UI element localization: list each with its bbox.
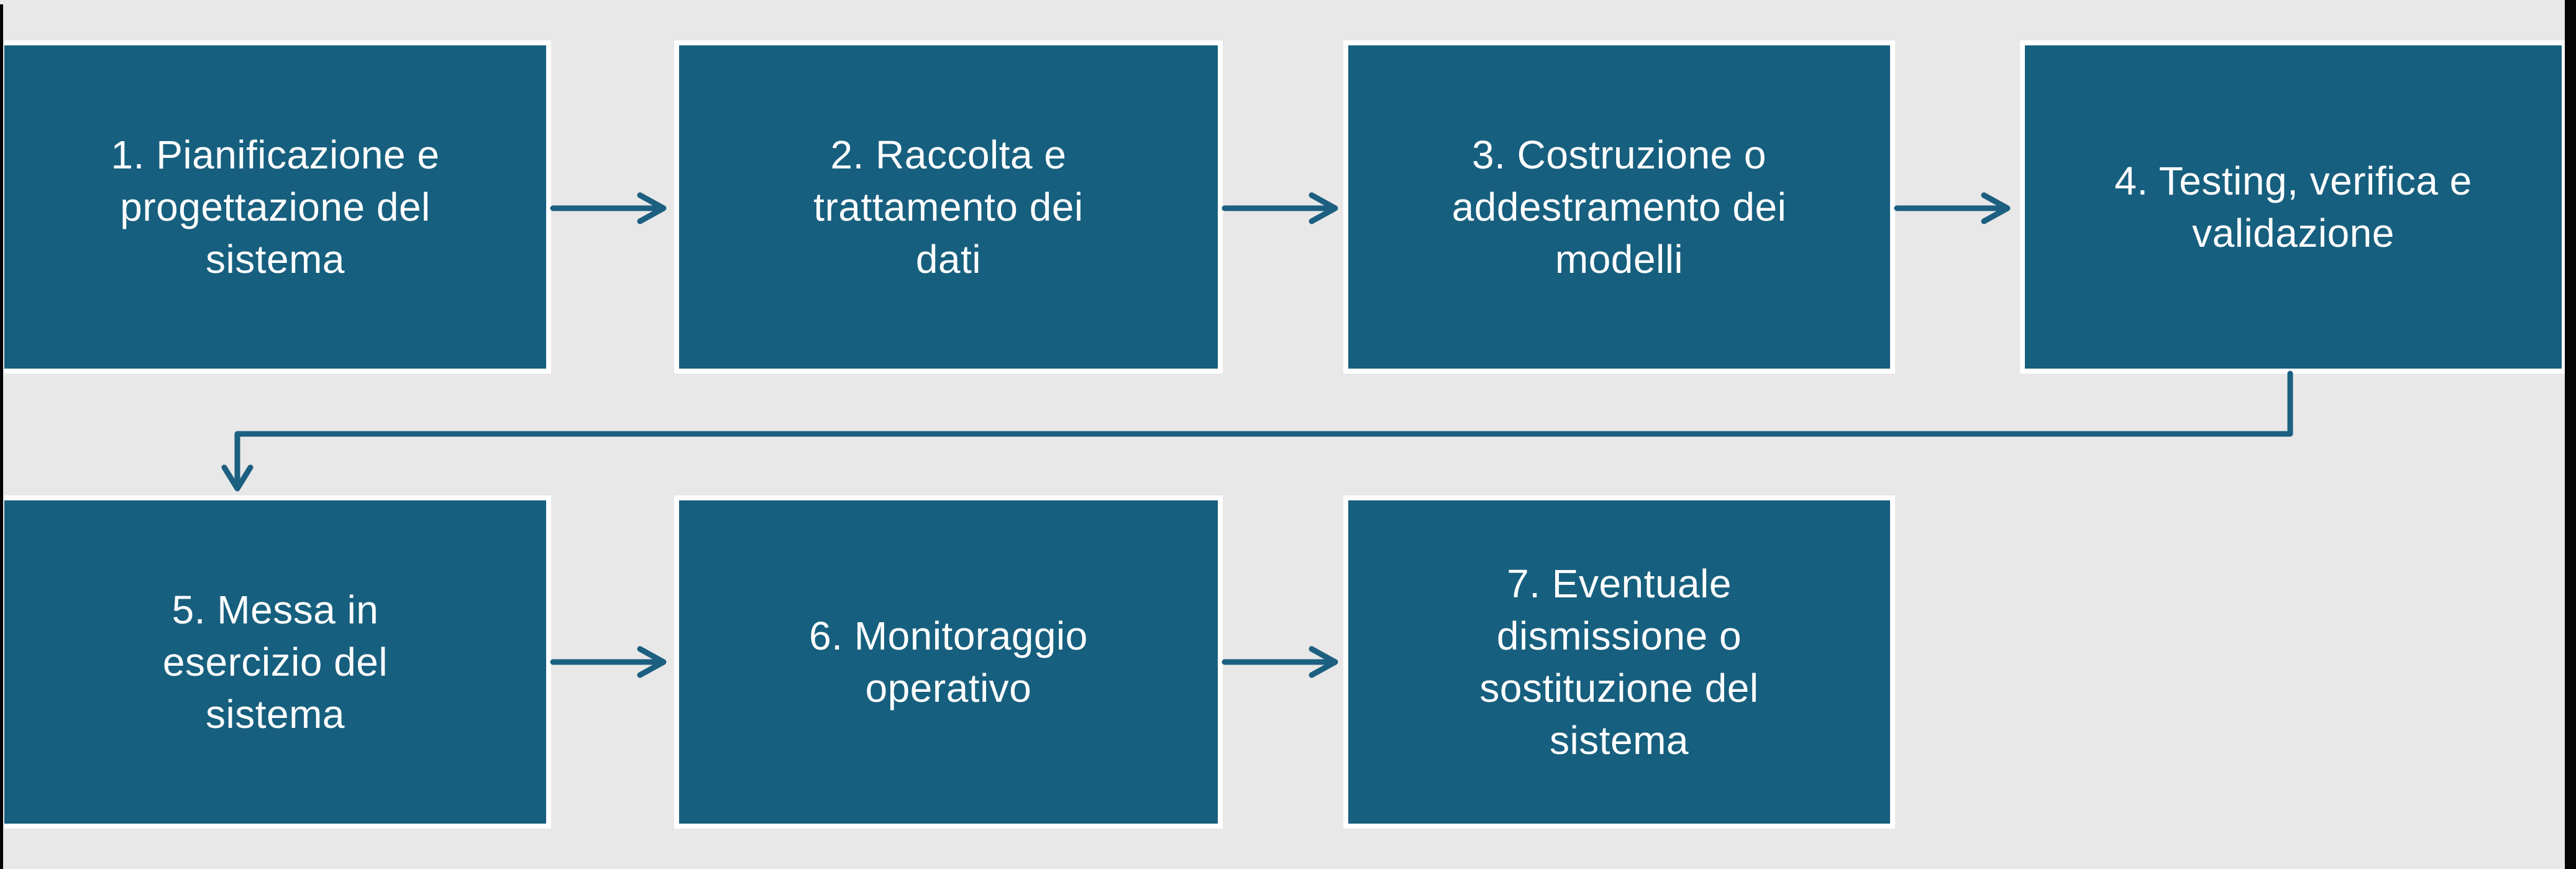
step-box-4: 4. Testing, verifica e validazione: [2020, 40, 2567, 374]
step-label-7: 7. Eventuale dismissione o sostituzione …: [1479, 561, 1759, 763]
arrow-3-4: [1894, 192, 2011, 224]
right-edge-strip: [2565, 0, 2576, 869]
arrow-5-6: [550, 646, 667, 678]
arrow-1-2: [550, 192, 667, 224]
step-label-3: 3. Costruzione o addestramento dei model…: [1451, 132, 1787, 282]
step-label-2: 2. Raccolta e trattamento dei dati: [813, 132, 1084, 282]
step-label-1: 1. Pianificazione e progettazione del si…: [111, 132, 440, 282]
arrowhead-right-icon: [637, 192, 667, 224]
step-box-6: 6. Monitoraggio operativo: [674, 495, 1223, 829]
step-box-3: 3. Costruzione o addestramento dei model…: [1343, 40, 1895, 374]
arrowhead-right-icon: [1981, 192, 2011, 224]
step-box-7: 7. Eventuale dismissione o sostituzione …: [1343, 495, 1895, 829]
step-label-6: 6. Monitoraggio operativo: [809, 614, 1088, 710]
arrowhead-right-icon: [1309, 646, 1338, 678]
arrowhead-right-icon: [1309, 192, 1338, 224]
step-label-5: 5. Messa in esercizio del sistema: [162, 587, 388, 737]
step-label-4: 4. Testing, verifica e validazione: [2114, 159, 2472, 255]
arrow-6-7: [1222, 646, 1338, 678]
step-box-5: 5. Messa in esercizio del sistema: [4, 495, 551, 829]
connector-4-5: [221, 370, 2293, 492]
arrowhead-down-icon: [221, 464, 253, 492]
arrow-2-3: [1222, 192, 1338, 224]
step-box-1: 1. Pianificazione e progettazione del si…: [4, 40, 551, 374]
left-edge-strip: [0, 4, 3, 869]
step-box-2: 2. Raccolta e trattamento dei dati: [674, 40, 1223, 374]
arrowhead-right-icon: [637, 646, 667, 678]
